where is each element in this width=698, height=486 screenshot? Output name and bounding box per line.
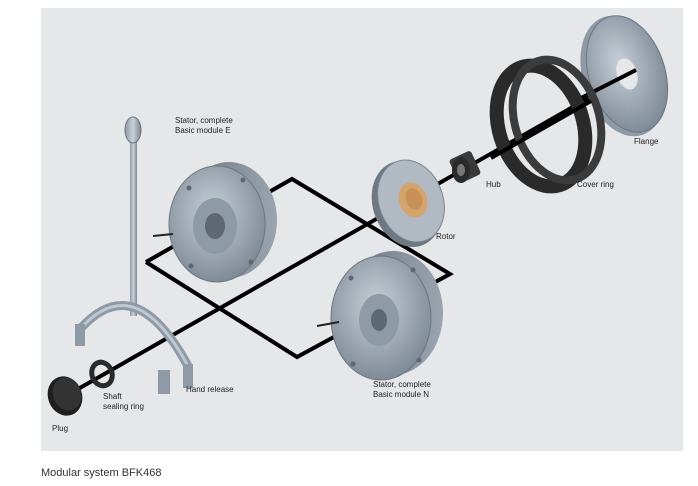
label-flange: Flange: [634, 137, 659, 146]
stator-e-part: [152, 162, 277, 283]
label-hand-release: Hand release: [186, 385, 234, 394]
plug-part: [47, 376, 83, 416]
rotor-part: [371, 159, 445, 247]
label-plug: Plug: [52, 424, 69, 433]
label-stator-n: Stator, complete Basic module N: [373, 380, 431, 399]
shaft-sealing-ring-part: [89, 359, 115, 389]
label-shaft-sealing-ring: Shaft sealing ring: [103, 392, 144, 411]
cover-ring-part: [489, 55, 606, 194]
label-stator-e: Stator, complete Basic module E: [175, 116, 233, 135]
exploded-diagram: Stator, complete Basic module E Flange H…: [41, 8, 683, 451]
diagram-drawing: [47, 15, 669, 416]
label-rotor: Rotor: [436, 232, 456, 241]
stator-n-part: [316, 251, 443, 381]
figure-caption: Modular system BFK468: [41, 467, 162, 479]
label-hub: Hub: [486, 180, 501, 189]
axis-line: [70, 69, 637, 395]
hub-part: [449, 151, 481, 183]
hand-release-part: [75, 116, 193, 394]
label-cover-ring: Cover ring: [577, 180, 614, 189]
